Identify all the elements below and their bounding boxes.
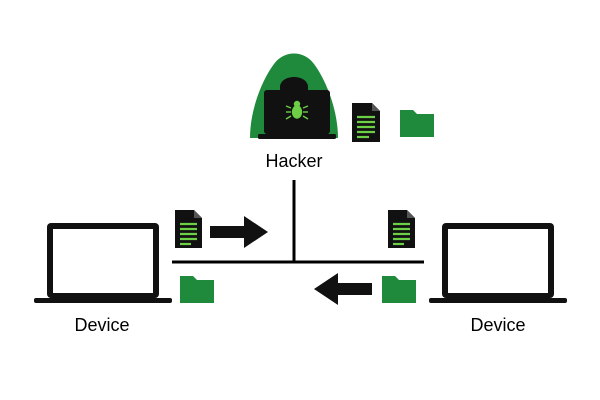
network-lines [172,180,424,264]
right-folder-icon [382,276,416,303]
hacker-label: Hacker [265,151,323,171]
right-device-label: Device [470,315,526,335]
left-laptop-icon [34,223,172,303]
right-laptop-icon [429,223,567,303]
right-document-icon [388,210,415,248]
left-folder-icon [180,276,214,303]
left-document-icon [175,210,202,248]
hacker-folder-icon [400,110,434,137]
bug-icon [285,100,309,120]
hacker-document-icon [352,103,380,142]
left-device-label: Device [74,315,130,335]
arrow-right-icon [210,216,268,248]
hacker-icon [250,53,338,139]
arrow-left-icon [314,273,372,305]
